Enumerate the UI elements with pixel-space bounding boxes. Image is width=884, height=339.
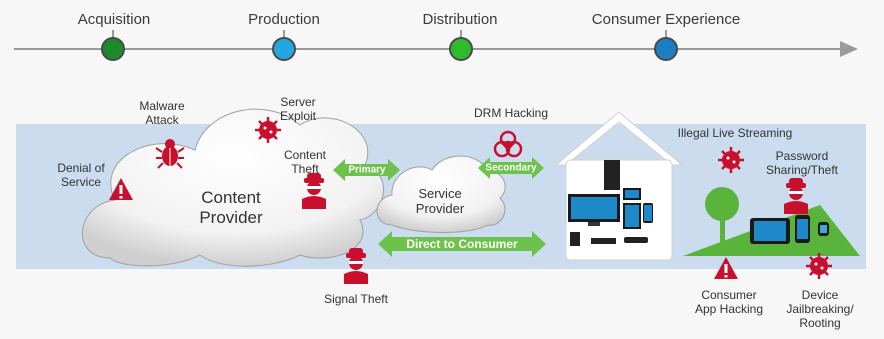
tree-top [705, 187, 739, 221]
malware-attack-label: Malware Attack [139, 99, 184, 127]
direct-to-consumer-label: Direct to Consumer [406, 237, 518, 251]
stage-label-production: Production [248, 11, 320, 28]
server-line2: Exploit [279, 109, 317, 123]
denial-of-service-label: Denial of Service [57, 161, 104, 189]
signal-theft-label: Signal Theft [324, 292, 388, 306]
warning-icon-app [714, 257, 738, 279]
service-provider-label: Service Provider [416, 186, 464, 216]
consumer-devices-icon [750, 215, 829, 244]
stage-label-distribution: Distribution [422, 11, 498, 28]
password-line2: Sharing/Theft [765, 163, 839, 177]
thief-icon-content [302, 173, 326, 209]
thief-icon-signal [344, 248, 368, 284]
stage-marker-distribution [449, 30, 473, 61]
server-exploit-label: Server Exploit [280, 95, 316, 123]
jailbreaking-label: Device Jailbreaking/ Rooting [786, 288, 853, 330]
stage-marker-consumer-experience [654, 30, 678, 61]
primary-arrow [333, 159, 400, 181]
dos-line1: Denial of [57, 161, 105, 175]
house-icon [554, 111, 684, 261]
thief-icon-password [784, 178, 808, 214]
stage-label-consumer-experience: Consumer Experience [591, 11, 741, 28]
warning-icon-dos [109, 178, 133, 200]
password-line1: Password [775, 149, 829, 163]
service-provider-line1: Service [418, 186, 462, 201]
secondary-arrow-label: Secondary [485, 162, 537, 174]
jailbreak-line2: Jailbreaking/ [786, 302, 854, 316]
service-provider-line2: Provider [415, 201, 465, 216]
tree-trunk [720, 218, 725, 254]
illegal-live-streaming-label: Illegal Live Streaming [677, 126, 793, 140]
virus-icon-streaming [718, 147, 744, 173]
content-theft-line1: Content [283, 148, 327, 162]
content-provider-line2: Provider [199, 208, 263, 227]
virus-icon-jailbreak [806, 253, 832, 279]
timeline-arrowhead [840, 41, 858, 57]
app-hacking-line1: Consumer [701, 288, 757, 302]
jailbreak-line1: Device [801, 288, 839, 302]
app-hacking-line2: App Hacking [694, 302, 764, 316]
content-provider-line1: Content [201, 188, 261, 207]
drm-hacking-label: DRM Hacking [473, 106, 549, 120]
stage-label-acquisition: Acquisition [77, 11, 151, 28]
biohazard-icon [493, 130, 523, 158]
virus-icon-server [255, 117, 281, 143]
dos-line2: Service [60, 175, 101, 189]
content-theft-line2: Theft [291, 162, 319, 176]
content-theft-label: Content Theft [284, 148, 326, 176]
bug-icon [155, 139, 185, 169]
stage-marker-acquisition [101, 30, 125, 61]
server-line1: Server [280, 95, 316, 109]
direct-to-consumer-arrow [378, 231, 546, 257]
password-sharing-label: Password Sharing/Theft [766, 149, 838, 177]
jailbreak-line3: Rooting [799, 316, 841, 330]
stage-marker-production [272, 30, 296, 61]
primary-arrow-label: Primary [348, 164, 386, 176]
content-provider-label: Content Provider [199, 188, 262, 228]
malware-line1: Malware [139, 99, 185, 113]
secondary-arrow [478, 157, 544, 179]
malware-line2: Attack [145, 113, 179, 127]
app-hacking-label: Consumer App Hacking [695, 288, 763, 316]
